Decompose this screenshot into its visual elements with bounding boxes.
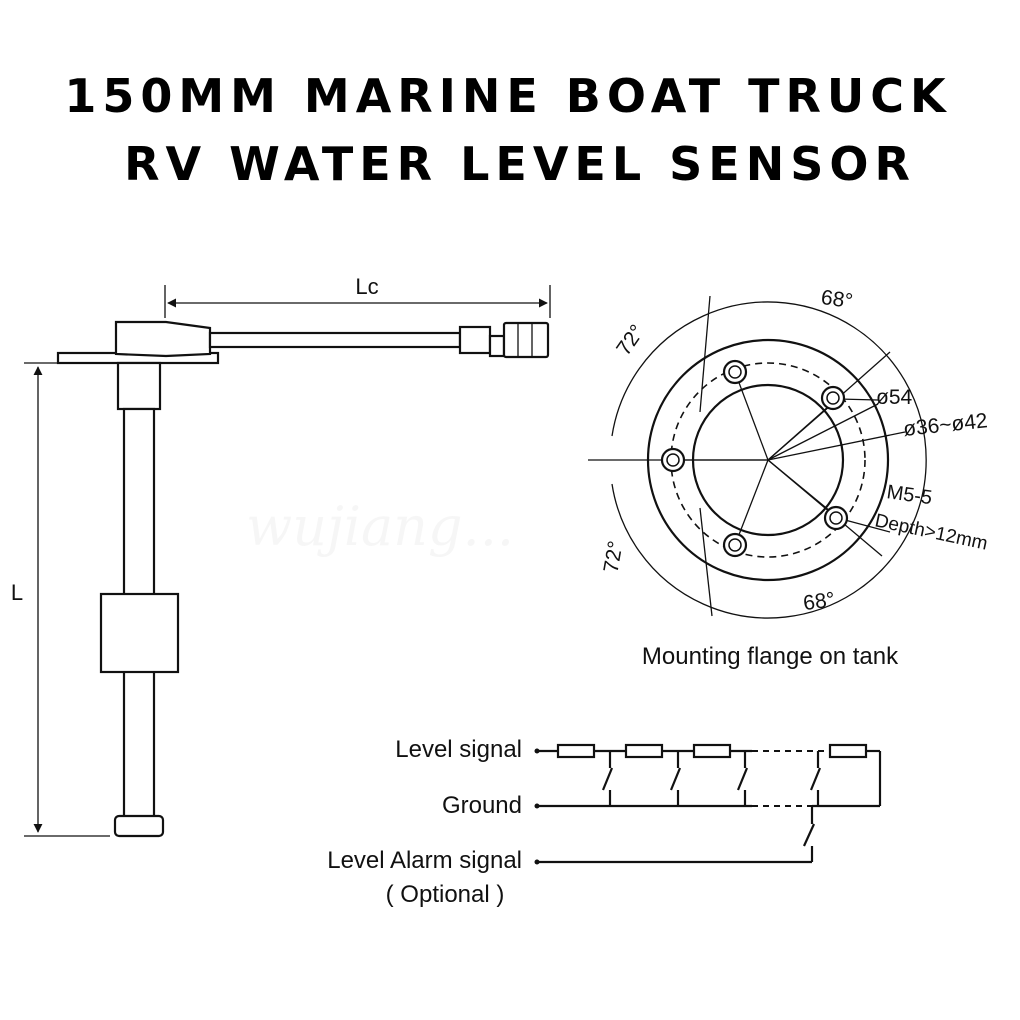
angle-label-top-right: 68° [820,286,855,313]
reed-switch-1 [601,751,614,806]
mounting-flange-drawing: 68° 72° 72° 68° ø54 ø36~ø42 M5-5 Depth>1… [588,286,989,670]
probe-collar [116,361,162,411]
outer-diameter-label: ø54 [876,386,913,409]
alarm-switch [802,806,816,862]
bolt-hole-bottom-left [722,532,748,558]
resistor-2 [624,743,664,759]
level-sensor-drawing: Lc L [11,274,551,838]
alarm-signal-label: Level Alarm signal [327,847,522,874]
title-line-2: RV WATER LEVEL SENSOR [124,137,916,191]
bolt-hole-right-upper [820,385,846,411]
bolt-hole-right-lower [823,505,849,531]
resistor-4 [828,743,868,759]
probe-length-label: L [11,580,23,605]
resistor-1 [556,743,596,759]
probe-end-cap [113,814,165,838]
resistor-3 [692,743,732,759]
screw-depth-label: Depth>12mm [873,510,989,554]
alarm-optional-label: ( Optional ) [386,881,505,908]
flange-caption: Mounting flange on tank [642,643,899,670]
angle-label-top-left: 72° [612,321,649,360]
sensor-head [114,320,212,358]
bolt-hole-top-left [722,359,748,385]
angle-label-bottom-left: 72° [600,539,628,574]
ground-label: Ground [442,792,522,819]
inner-diameter-label: ø36~ø42 [902,409,989,441]
float [99,592,180,674]
cable-connector [458,321,550,359]
title-line-1: 150MM MARINE BOAT TRUCK [64,69,951,123]
sensor-cable [208,331,462,349]
bolt-hole-left [660,447,686,473]
screw-spec-label: M5-5 [885,481,933,509]
reed-switch-3 [736,751,749,806]
watermark: wujiang... [246,495,514,558]
angle-label-bottom-right: 68° [802,588,837,615]
reed-switch-2 [669,751,682,806]
reed-switch-4 [809,751,822,806]
cable-length-label: Lc [355,274,378,299]
level-signal-label: Level signal [395,736,522,763]
wiring-diagram: Level signal Ground Level Alarm signal (… [327,736,882,908]
